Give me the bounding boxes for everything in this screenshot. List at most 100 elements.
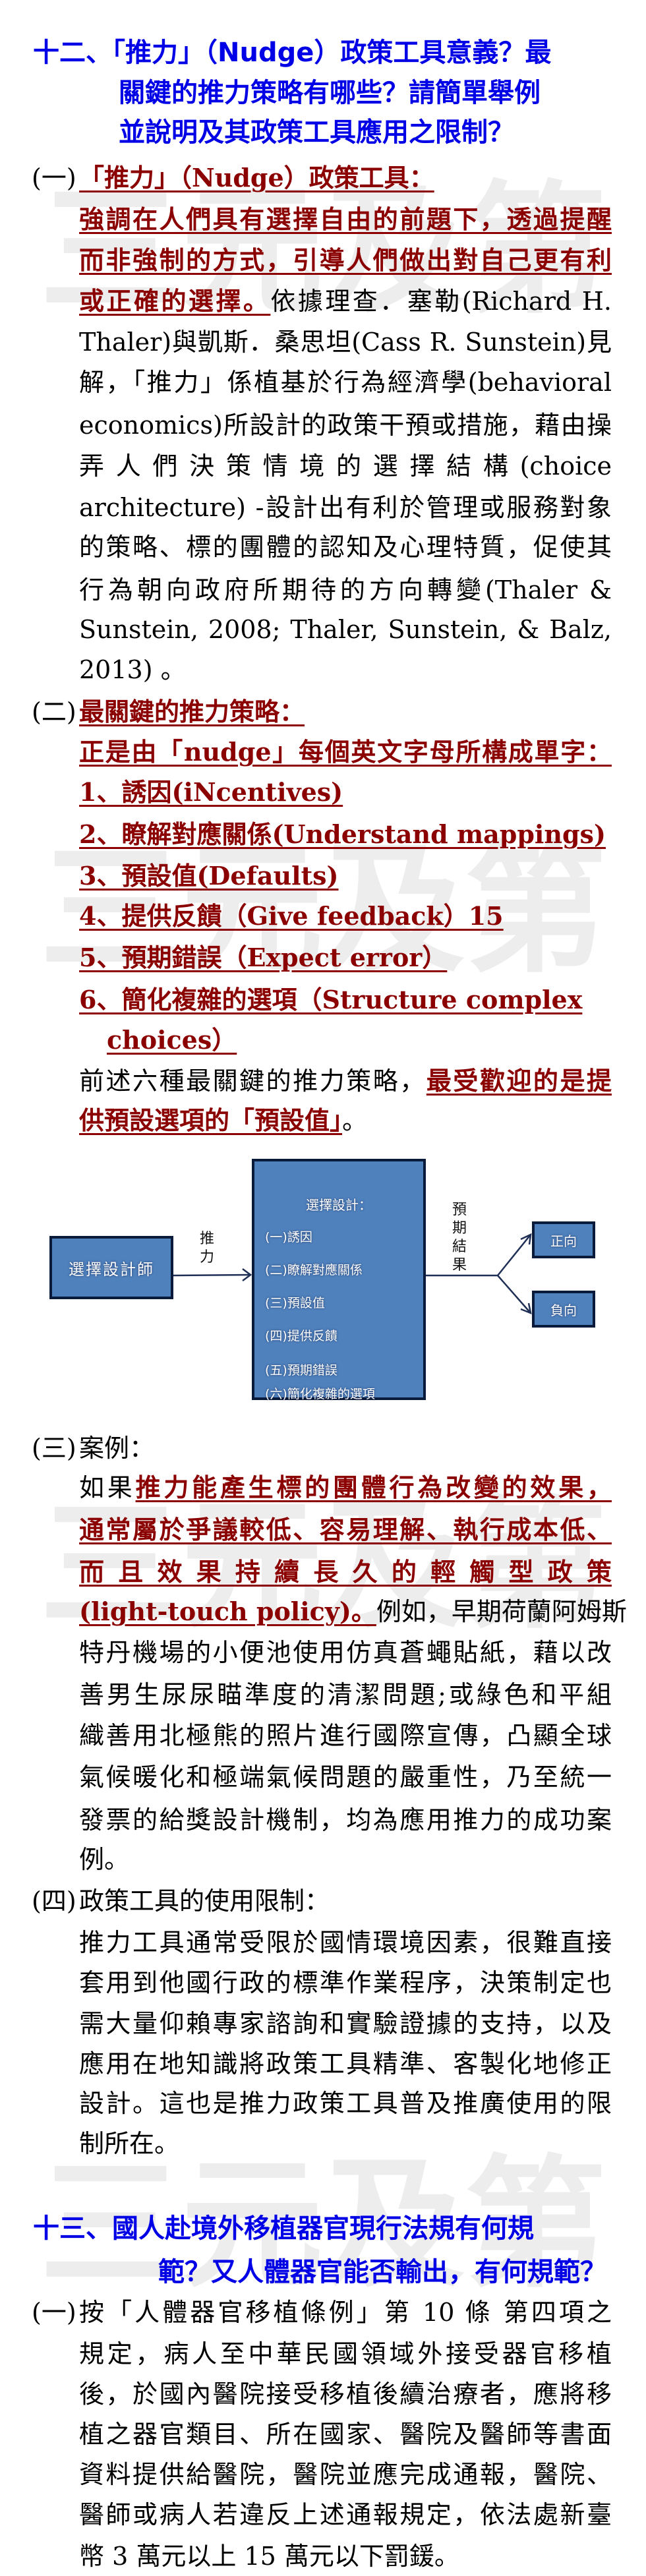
emphasis-text: 推力能產生標的團體行為改變的效果， <box>135 1473 612 1502</box>
plain-text: architecture) -設計出有利於管理或服務對象 <box>79 493 612 522</box>
emphasis-text: 而且效果持續長久的輕觸型政策 <box>79 1557 612 1587</box>
emphasis-text: 3、預設值(Defaults) <box>79 861 339 891</box>
branch-down-arrowhead <box>520 1303 532 1315</box>
text-line: architecture) -設計出有利於管理或服務對象 <box>0 488 646 527</box>
emphasis-text: 2、瞭解對應關係(Understand mappings) <box>79 819 606 849</box>
line-text: 通常屬於爭議較低、容易理解、執行成本低、 <box>79 1510 612 1550</box>
line-text: 弄人們決策情境的選擇結構(choice <box>79 446 612 486</box>
line-text: 套用到他國行政的標準作業程序，決策制定也 <box>79 1963 612 2003</box>
line-text: 2013) 。 <box>79 650 612 689</box>
emphasis-text: (light-touch policy)。 <box>79 1596 376 1626</box>
plain-text: 規定，病人至中華民國領域外接受器官移植 <box>79 2339 612 2368</box>
line-text: 4、提供反饋（Give feedback）15 <box>79 896 612 936</box>
negative-outcome-box: 負向 <box>532 1291 595 1328</box>
line-text: 需大量仰賴專家諮詢和實驗證據的支持，以及 <box>79 2004 612 2043</box>
emphasis-text: 正是由「nudge」每個英文字母所構成單字： <box>79 737 612 767</box>
text-line: 解，「推力」係植基於行為經濟學(behavioral <box>0 363 646 402</box>
text-line: 6、簡化複雜的選項（Structure complex <box>0 980 646 1020</box>
text-line: 規定，病人至中華民國領域外接受器官移植 <box>0 2334 646 2374</box>
plain-text: 特丹機場的小便池使用仿真蒼蠅貼紙，藉以改 <box>79 1638 612 1667</box>
text-line: 資料提供給醫院，醫院並應完成通報，醫院、 <box>0 2455 646 2494</box>
emphasis-text: 而非強制的方式，引導人們做出對自己更有利 <box>79 245 612 275</box>
title-text: 關鍵的推力策略有哪些？請簡單舉例 <box>119 78 541 108</box>
line-text: 行為朝向政府所期待的方向轉變(Thaler & <box>79 570 612 610</box>
text-line: 如果推力能產生標的團體行為改變的效果， <box>0 1468 646 1508</box>
design-item: (六)簡化複雜的選項 <box>265 1387 375 1401</box>
line-text: 特丹機場的小便池使用仿真蒼蠅貼紙，藉以改 <box>79 1633 612 1672</box>
positive-outcome-box: 正向 <box>532 1221 595 1258</box>
plain-text: 2013) 。 <box>79 655 186 684</box>
line-text: 的策略、標的團體的認知及心理特質，促使其 <box>79 527 612 567</box>
line-text: 「推力」（Nudge）政策工具： <box>79 158 612 198</box>
emphasis-text: 1、誘因(iNcentives) <box>79 777 343 807</box>
line-text: 解，「推力」係植基於行為經濟學(behavioral <box>79 363 612 402</box>
line-text: 5、預期錯誤（Expect error） <box>79 938 612 978</box>
plain-text: 織善用北極熊的照片進行國際宣傳，凸顯全球 <box>79 1721 612 1750</box>
question-12-title-line: 並說明及其政策工具應用之限制？ <box>0 113 646 152</box>
line-text: 6、簡化複雜的選項（Structure complex <box>79 980 612 1020</box>
question-13-title-line: 十三、國人赴境外移植器官現行法規有何規 <box>0 2209 646 2248</box>
text-line: 需大量仰賴專家諮詢和實驗證據的支持，以及 <box>0 2004 646 2043</box>
line-text: 3、預設值(Defaults) <box>79 856 612 896</box>
text-line: (三)案例： <box>0 1428 646 1468</box>
plain-text: 解，「推力」係植基於行為經濟學(behavioral <box>79 368 612 397</box>
text-line: 制所在。 <box>0 2124 646 2163</box>
plain-text: 例。 <box>79 1845 130 1874</box>
design-item: (四)提供反饋 <box>265 1329 338 1343</box>
plain-text: 例如，早期荷蘭阿姆斯 <box>376 1597 627 1626</box>
plain-text: 設計。這也是推力政策工具普及推廣使用的限 <box>79 2089 612 2118</box>
plain-text: 植之器官類目、所在國家、醫院及醫師等書面 <box>79 2420 612 2449</box>
choice-designer-box: 選擇設計師 <box>49 1236 173 1299</box>
text-line: Thaler)與凱斯．桑思坦(Cass R. Sunstein)見 <box>0 322 646 362</box>
line-text: 而且效果持續長久的輕觸型政策 <box>79 1552 612 1592</box>
plain-text: 套用到他國行政的標準作業程序，決策制定也 <box>79 1968 612 1997</box>
emphasis-text: choices） <box>107 1025 237 1055</box>
choice-design-box: 選擇設計： (一)誘因 (二)瞭解對應關係 (三)預設值 (四)提供反饋 (五)… <box>252 1159 426 1401</box>
plain-text: 政策工具的使用限制： <box>79 1887 330 1916</box>
text-line: choices） <box>0 1020 646 1060</box>
line-text: 按「人體器官移植條例」第 10 條 第四項之 <box>79 2293 612 2332</box>
line-text: 規定，病人至中華民國領域外接受器官移植 <box>79 2334 612 2374</box>
line-text: 植之器官類目、所在國家、醫院及醫師等書面 <box>79 2415 612 2454</box>
text-line: 3、預設值(Defaults) <box>0 856 646 896</box>
line-text: Thaler)與凱斯．桑思坦(Cass R. Sunstein)見 <box>79 322 612 362</box>
design-item: (二)瞭解對應關係 <box>265 1263 363 1277</box>
plain-text: 的策略、標的團體的認知及心理特質，促使其 <box>79 533 612 562</box>
question-12-title-line: 關鍵的推力策略有哪些？請簡單舉例 <box>0 73 646 113</box>
section-marker: (一) <box>32 2298 76 2327</box>
line-text: choices） <box>107 1020 612 1060</box>
title-text: 並說明及其政策工具應用之限制？ <box>119 117 514 148</box>
text-line: 通常屬於爭議較低、容易理解、執行成本低、 <box>0 1510 646 1550</box>
text-line: (二)最關鍵的推力策略： <box>0 692 646 732</box>
plain-text: 如果 <box>79 1473 136 1502</box>
emphasis-text: 「推力」（Nudge）政策工具： <box>79 163 434 192</box>
plain-text: economics)所設計的政策干預或措施，藉由操 <box>79 411 612 440</box>
plain-text: 制所在。 <box>79 2129 180 2158</box>
emphasis-text: 4、提供反饋（Give feedback）15 <box>79 901 504 931</box>
text-line: 設計。這也是推力政策工具普及推廣使用的限 <box>0 2084 646 2123</box>
expected-result-label: 預期結果 <box>452 1202 467 1273</box>
plain-text: 應用在地知識將政策工具精準、客製化地修正 <box>79 2049 612 2078</box>
line-text: (light-touch policy)。例如，早期荷蘭阿姆斯 <box>79 1592 627 1631</box>
branch-down-line <box>497 1275 531 1314</box>
text-line: 行為朝向政府所期待的方向轉變(Thaler & <box>0 570 646 610</box>
emphasis-text: 供預設選項的「預設值」 <box>79 1105 343 1135</box>
plain-text: 前述六種最關鍵的推力策略， <box>79 1067 426 1096</box>
design-item: (一)誘因 <box>265 1230 312 1244</box>
plain-text: 行為朝向政府所期待的方向轉變(Thaler & <box>79 575 612 604</box>
title-text: 十二、「推力」（Nudge）政策工具意義？最 <box>33 38 552 68</box>
emphasis-text: 6、簡化複雜的選項（Structure complex <box>79 985 583 1014</box>
text-line: 供預設選項的「預設值」。 <box>0 1101 646 1140</box>
plain-text: 按「人體器官移植條例」第 10 條 第四項之 <box>79 2298 612 2327</box>
plain-text: 依據理查．塞勒(Richard H. <box>270 287 612 316</box>
text-line: 1、誘因(iNcentives) <box>0 773 646 812</box>
text-line: 發票的給獎設計機制，均為應用推力的成功案 <box>0 1800 646 1840</box>
title-text: 範？又人體器官能否輸出，有何規範？ <box>158 2257 606 2287</box>
text-line: 2013) 。 <box>0 650 646 689</box>
line-text: 後，於國內醫院接受移植後續治療者，應將移 <box>79 2374 612 2414</box>
line-text: 供預設選項的「預設值」。 <box>79 1101 612 1140</box>
text-line: 的策略、標的團體的認知及心理特質，促使其 <box>0 527 646 567</box>
line-text: 幣 3 萬元以上 15 萬元以下罰鍰。 <box>79 2536 612 2576</box>
section-marker: (三) <box>32 1434 76 1463</box>
question-13-title-line: 範？又人體器官能否輸出，有何規範？ <box>0 2252 646 2292</box>
